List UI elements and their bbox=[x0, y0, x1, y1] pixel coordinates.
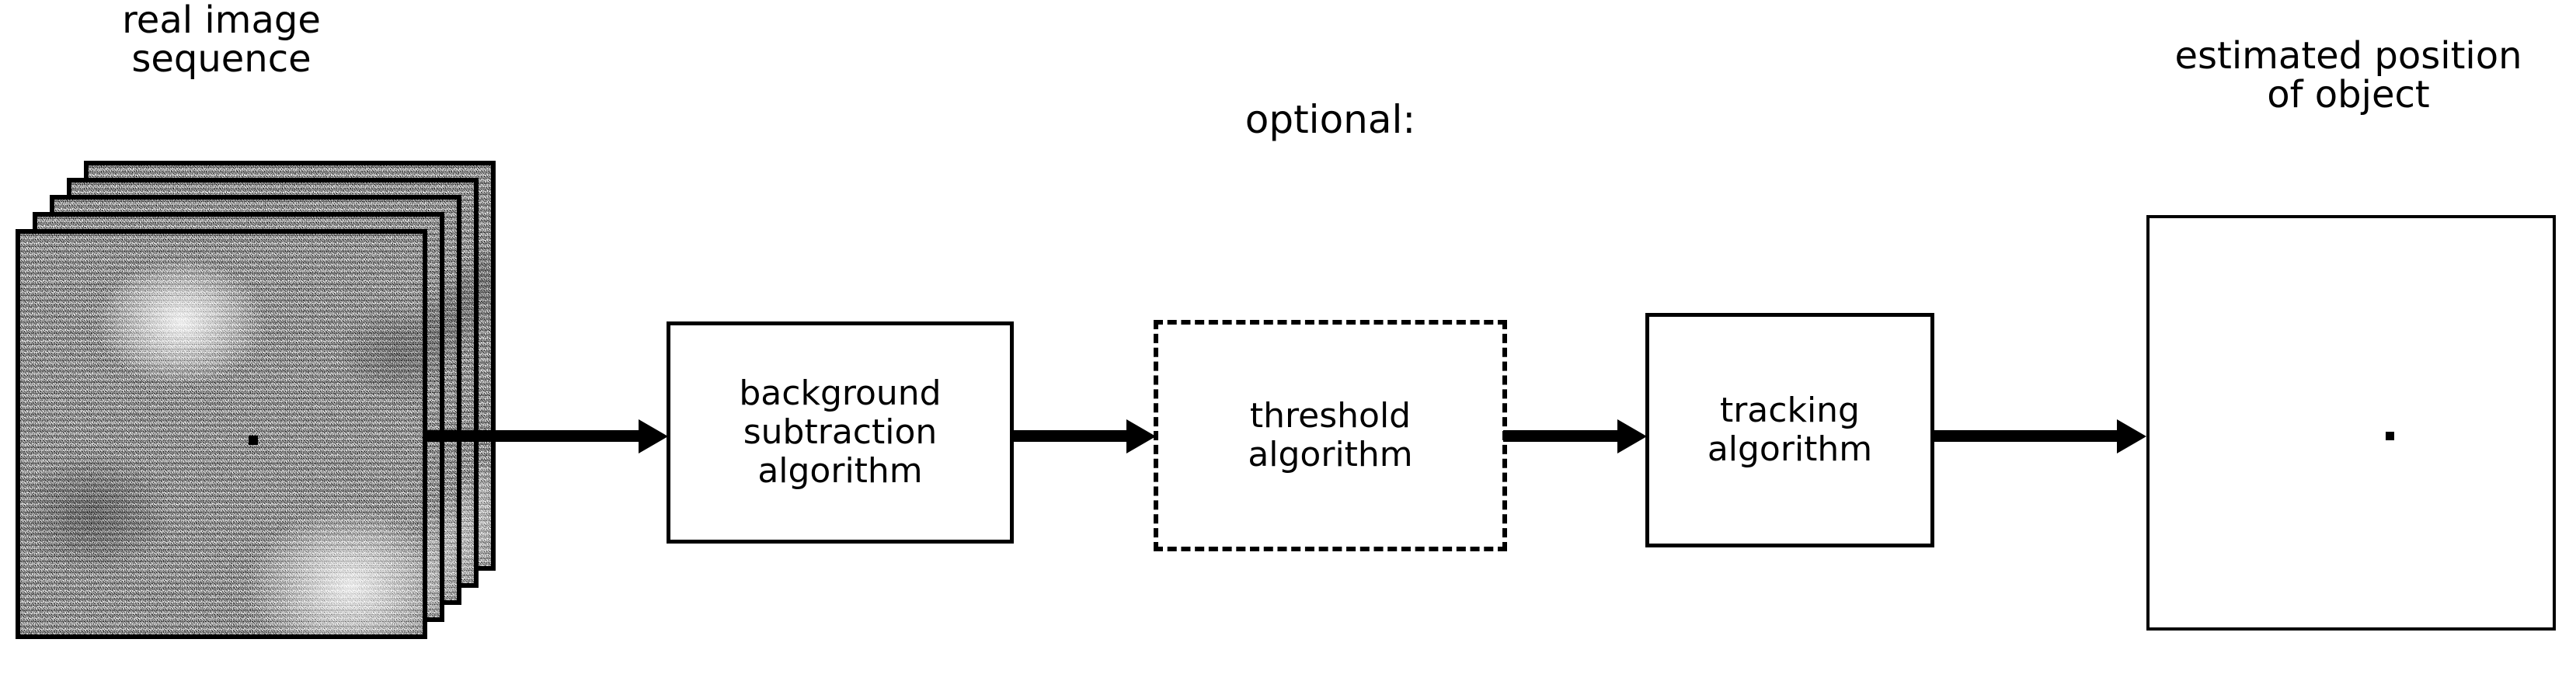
arrow-head-icon bbox=[1617, 419, 1647, 453]
optional-label: optional: bbox=[1244, 97, 1416, 142]
stage-background-subtraction[interactable]: background subtraction algorithm bbox=[667, 321, 1014, 544]
arrow-shaft bbox=[1934, 430, 2119, 442]
output-frame bbox=[2146, 215, 2556, 631]
arrow-shaft bbox=[423, 430, 641, 442]
stage-label: threshold algorithm bbox=[1248, 395, 1413, 474]
arrow-head-icon bbox=[1126, 419, 1156, 453]
arrow-input-to-background-subtraction bbox=[423, 419, 668, 453]
arrow-tracking-to-output bbox=[1934, 419, 2152, 453]
stage-threshold[interactable]: threshold algorithm bbox=[1154, 320, 1507, 551]
arrow-shaft bbox=[1503, 430, 1620, 442]
stage-label: tracking algorithm bbox=[1707, 390, 1873, 469]
image-frame-1 bbox=[16, 229, 427, 639]
arrow-head-icon bbox=[2117, 419, 2146, 453]
arrow-head-icon bbox=[639, 419, 668, 453]
output-title: estimated position of object bbox=[2174, 34, 2522, 116]
arrow-threshold-to-tracking bbox=[1503, 419, 1651, 453]
image-sequence-stack bbox=[0, 0, 496, 674]
noise-texture bbox=[20, 234, 423, 634]
stage-tracking[interactable]: tracking algorithm bbox=[1645, 313, 1934, 547]
input-title: real image sequence bbox=[122, 0, 321, 81]
arrow-shaft bbox=[1014, 430, 1129, 442]
arrow-background-subtraction-to-threshold bbox=[1014, 419, 1157, 453]
object-dot-icon bbox=[249, 436, 258, 445]
stage-label: background subtraction algorithm bbox=[739, 373, 942, 492]
object-dot-icon bbox=[2386, 432, 2394, 440]
